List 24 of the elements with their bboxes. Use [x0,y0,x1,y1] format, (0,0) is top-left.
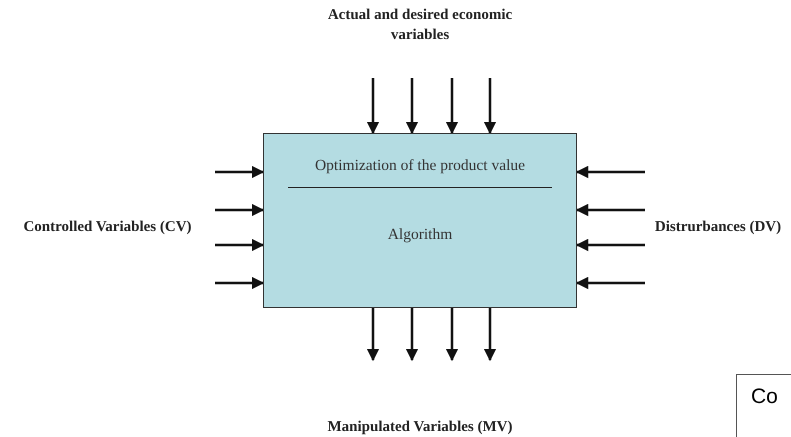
arrow [215,166,264,178]
arrow [215,276,264,290]
arrow [366,308,380,362]
partial-text-box: Co [736,374,791,437]
arrow [215,238,264,252]
box-heading: Optimization of the product value [288,156,552,188]
arrow [484,308,496,362]
arrow [576,238,645,252]
arrow [406,78,418,134]
process-box [263,133,577,308]
arrow [446,308,458,362]
variable-label: Manipulated Variables (MV) [290,360,550,437]
arrow [576,204,645,216]
arrow [576,276,645,290]
arrow [446,78,458,134]
variable-label: Actual and desired economic variables [300,5,540,78]
arrow [215,204,264,216]
box-text: Algorithm [388,226,452,244]
variable-label: Distrurbances (DV) [645,165,791,290]
arrow [366,78,380,134]
arrow [484,78,496,134]
arrow [406,308,418,362]
arrow [576,166,645,178]
variable-label: Controlled Variables (CV) [0,165,215,290]
